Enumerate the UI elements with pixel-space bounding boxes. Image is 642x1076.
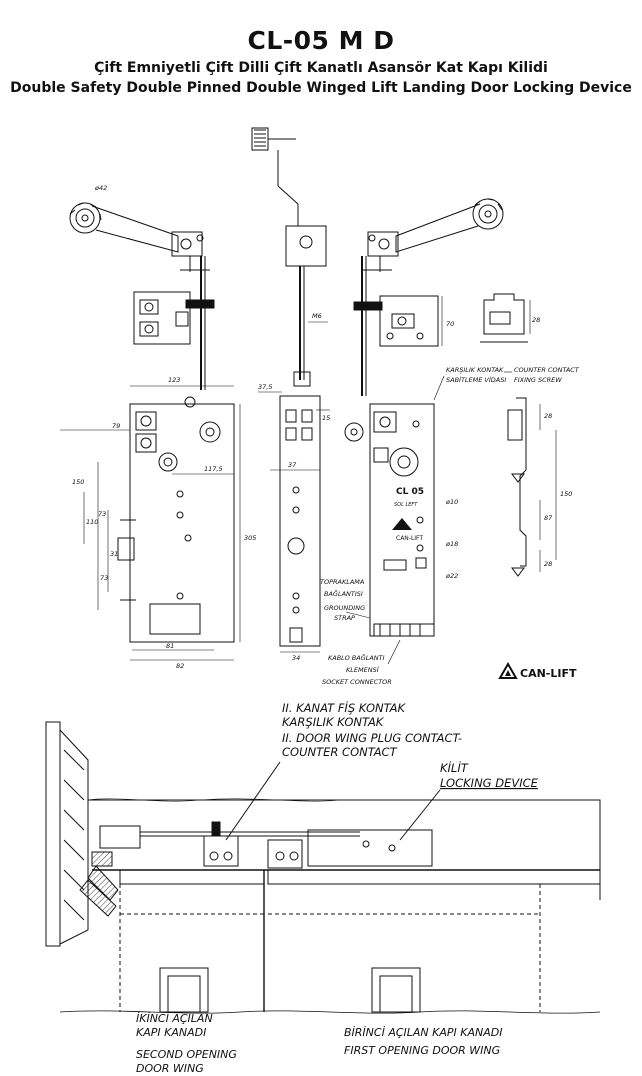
label-wing-contact-tr-2: KARŞILIK KONTAK: [282, 715, 385, 729]
callout-ground-en-1: GROUNDING: [324, 604, 365, 612]
left-main-body: [117, 396, 235, 643]
dim-d42: ø42: [94, 184, 107, 192]
dim-d82: 82: [176, 662, 184, 670]
callout-counter-en-2: FIXING SCREW: [514, 376, 562, 384]
dim-d10: ø10: [445, 498, 458, 506]
callout-cable-tr-2: KLEMENSİ: [346, 665, 379, 674]
device-side-mark: SOL LEFT: [394, 502, 418, 508]
callout-counter-en-1: COUNTER CONTACT: [514, 366, 580, 374]
dim-d117-5: 117,5: [204, 465, 223, 473]
dim-d28b: 28: [544, 412, 552, 420]
brand-logo-text: CAN-LIFT: [520, 667, 577, 680]
label-first-en: FIRST OPENING DOOR WING: [344, 1044, 500, 1057]
device-brand-mark: CAN-LIFT: [396, 535, 423, 542]
callout-cable-en: SOCKET CONNECTOR: [322, 678, 392, 686]
label-wing-contact-tr-1: II. KANAT FİŞ KONTAK: [282, 700, 406, 715]
dim-d37-5: 37,5: [258, 383, 272, 391]
dim-d28c: 28: [544, 560, 552, 568]
right-roller-arm: [362, 198, 504, 272]
callout-counter-tr-1: KARŞILIK KONTAK: [446, 366, 504, 374]
dim-d87: 87: [544, 514, 553, 522]
title-turkish: Çift Emniyetli Çift Dilli Çift Kanatlı A…: [94, 60, 548, 76]
title-english: Double Safety Double Pinned Double Winge…: [10, 80, 632, 96]
dim-d79: 79: [112, 422, 120, 430]
model-title: CL-05 M D: [247, 26, 395, 55]
dim-d22: ø22: [445, 572, 458, 580]
callout-ground-tr-1: TOPRAKLAMA: [320, 578, 364, 586]
left-roller-arm: [69, 202, 210, 272]
dim-d37: 37: [288, 461, 297, 469]
dim-d34: 34: [292, 654, 300, 662]
callout-ground-en-2: STRAP: [334, 614, 355, 622]
right-upper-block: [353, 295, 439, 347]
label-second-tr-2: KAPI KANADI: [136, 1026, 206, 1039]
dim-d73a: 73: [98, 510, 106, 518]
callout-cable-tr-1: KABLO BAĞLANTI: [328, 653, 385, 662]
dim-d15: 15: [322, 414, 330, 422]
right-main-body: [344, 403, 435, 637]
dim-d81: 81: [166, 642, 174, 650]
callout-counter-tr-2: SABİTLEME VİDASI: [446, 375, 506, 384]
label-second-en-1: SECOND OPENING: [136, 1048, 237, 1061]
dim-d28a: 28: [532, 316, 540, 324]
label-wing-contact-en-2: COUNTER CONTACT: [282, 745, 398, 759]
dim-d18: ø18: [445, 540, 458, 548]
counter-contact-profile: [507, 397, 527, 577]
label-wing-contact-en-1: II. DOOR WING PLUG CONTACT-: [282, 731, 462, 745]
dim-d110: 110: [86, 518, 98, 526]
middle-side-view: [251, 127, 327, 647]
label-lock-tr: KİLİT: [440, 760, 469, 775]
dim-d305: 305: [244, 534, 256, 542]
dim-d73b: 73: [100, 574, 108, 582]
dim-d150: 150: [72, 478, 84, 486]
dim-m6: M6: [312, 312, 322, 320]
label-second-en-2: DOOR WING: [136, 1062, 204, 1075]
assembly-view: [45, 721, 601, 1014]
label-lock-en: LOCKING DEVICE: [440, 776, 539, 790]
callout-ground-tr-2: BAĞLANTISI: [324, 589, 363, 598]
dim-d150b: 150: [560, 490, 572, 498]
label-second-tr-1: İKİNCİ AÇILAN: [136, 1012, 213, 1025]
brand-logo: CAN-LIFT: [498, 661, 577, 680]
dim-d31: 31: [110, 550, 118, 558]
dim-d70: 70: [446, 320, 454, 328]
far-right-block: [480, 293, 528, 343]
device-model-mark: CL 05: [396, 487, 424, 497]
dim-d123: 123: [168, 376, 180, 384]
label-first-tr: BİRİNCİ AÇILAN KAPI KANADI: [344, 1026, 502, 1039]
